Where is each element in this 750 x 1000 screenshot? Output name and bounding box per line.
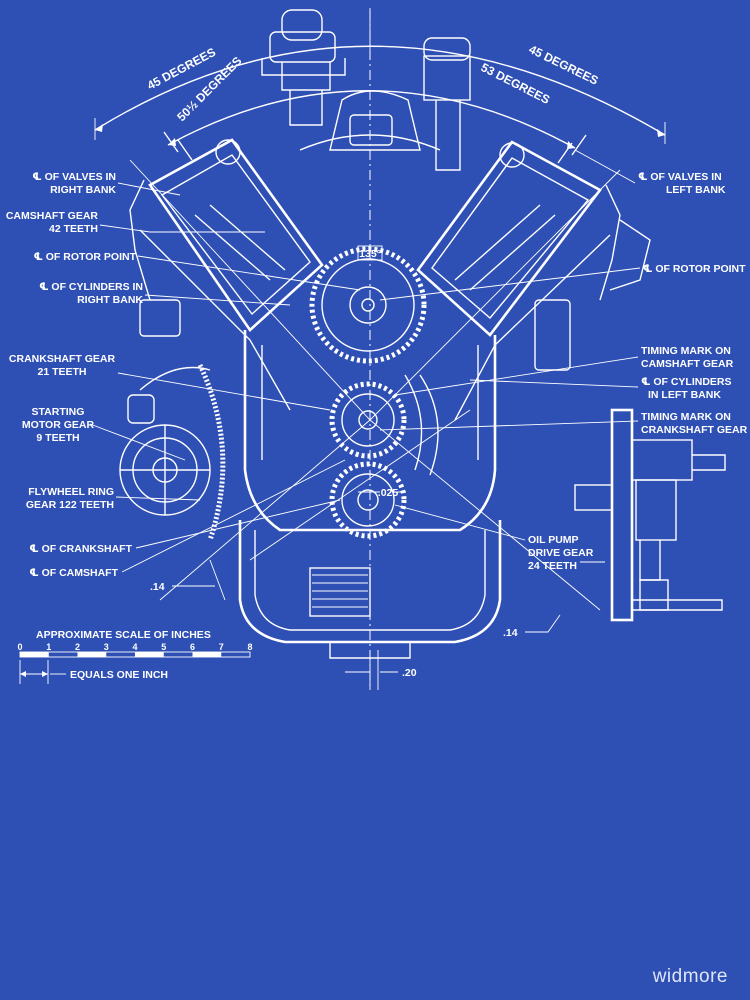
callout-oil-pump-l3: 24 TEETH	[528, 560, 577, 572]
dimension-20: .20	[402, 667, 417, 679]
engine-drawing	[119, 9, 726, 690]
callout-valves-left-bank-l2: LEFT BANK	[666, 184, 726, 196]
callout-oil-pump-l2: DRIVE GEAR	[528, 547, 594, 559]
leader-lines	[89, 149, 641, 573]
callout-timing-crank-l2: CRANKSHAFT GEAR	[641, 424, 748, 436]
callout-crankshaft-gear-l1: CRANKSHAFT GEAR	[9, 353, 116, 365]
dimension-14-left: .14	[150, 581, 165, 593]
callout-cylinders-right-bank-l1: ℄ OF CYLINDERS IN	[39, 281, 143, 293]
dimension-025: .025	[378, 487, 399, 499]
scale-title: APPROXIMATE SCALE OF INCHES	[36, 629, 211, 641]
scale-tick-label: 8	[247, 642, 252, 652]
scale-fills	[20, 652, 222, 657]
callout-cylinders-right-bank-l2: RIGHT BANK	[77, 294, 143, 306]
callout-crankshaft-center: ℄ OF CRANKSHAFT	[29, 543, 132, 555]
callout-timing-cam-l1: TIMING MARK ON	[641, 345, 731, 357]
scale-bar: APPROXIMATE SCALE OF INCHES 0 1 2 3 4 5 6 7 8 EQ…	[17, 629, 253, 684]
angle-label-right-inner: 53 DEGREES	[479, 60, 553, 107]
left-callouts: ℄ OF VALVES IN RIGHT BANK CAMSHAFT GEAR …	[6, 171, 144, 579]
dimension-135-degrees: 135°	[359, 248, 381, 260]
callout-starting-motor-l2: MOTOR GEAR	[22, 419, 95, 431]
scale-tick-label: 3	[104, 642, 109, 652]
callout-starting-motor-l1: STARTING	[32, 406, 85, 418]
callout-timing-cam-l2: CAMSHAFT GEAR	[641, 358, 734, 370]
callout-cylinders-left-bank-l2: IN LEFT BANK	[648, 389, 721, 401]
angle-arcs	[94, 8, 666, 149]
watermark: widmore	[652, 966, 728, 987]
angle-label-top-right: 45 DEGREES	[527, 42, 601, 88]
callout-camshaft-gear-l1: CAMSHAFT GEAR	[6, 210, 99, 222]
dimension-14-right: .14	[503, 627, 518, 639]
dimensions: 135° .025 .14 .14 .20	[150, 245, 561, 690]
scale-tick-label: 4	[132, 642, 137, 652]
callout-timing-crank-l1: TIMING MARK ON	[641, 411, 731, 423]
scale-tick-label: 2	[75, 642, 80, 652]
right-callouts: ℄ OF VALVES IN LEFT BANK ℄ OF ROTOR POIN…	[528, 171, 748, 572]
callout-camshaft-gear-l2: 42 TEETH	[49, 223, 98, 235]
callout-oil-pump-l1: OIL PUMP	[528, 534, 579, 546]
callout-valves-left-bank-l1: ℄ OF VALVES IN	[638, 171, 722, 183]
callout-starting-motor-l3: 9 TEETH	[36, 432, 79, 444]
callout-cylinders-left-bank-l1: ℄ OF CYLINDERS	[641, 376, 732, 388]
scale-ticks: 0 1 2 3 4 5 6 7 8	[17, 642, 252, 652]
scale-segment	[192, 652, 222, 657]
scale-segment	[20, 652, 49, 657]
callout-flywheel-l2: GEAR 122 TEETH	[26, 499, 114, 511]
scale-segment	[77, 652, 107, 657]
callout-crankshaft-gear-l2: 21 TEETH	[37, 366, 86, 378]
callout-flywheel-l1: FLYWHEEL RING	[28, 486, 114, 498]
callout-camshaft-center: ℄ OF CAMSHAFT	[29, 567, 118, 579]
scale-tick-label: 7	[219, 642, 224, 652]
scale-tick-label: 1	[46, 642, 51, 652]
callout-rotor-point-right: ℄ OF ROTOR POINT	[33, 251, 136, 263]
callout-valves-right-bank-l2: RIGHT BANK	[50, 184, 116, 196]
scale-caption: EQUALS ONE INCH	[70, 669, 168, 681]
scale-segment	[135, 652, 164, 657]
scale-tick-label: 6	[190, 642, 195, 652]
callout-valves-right-bank-l1: ℄ OF VALVES IN	[32, 171, 116, 183]
scale-tick-label: 5	[161, 642, 166, 652]
scale-tick-label: 0	[17, 642, 22, 652]
callout-rotor-point-left: ℄ OF ROTOR POINT	[643, 263, 746, 275]
